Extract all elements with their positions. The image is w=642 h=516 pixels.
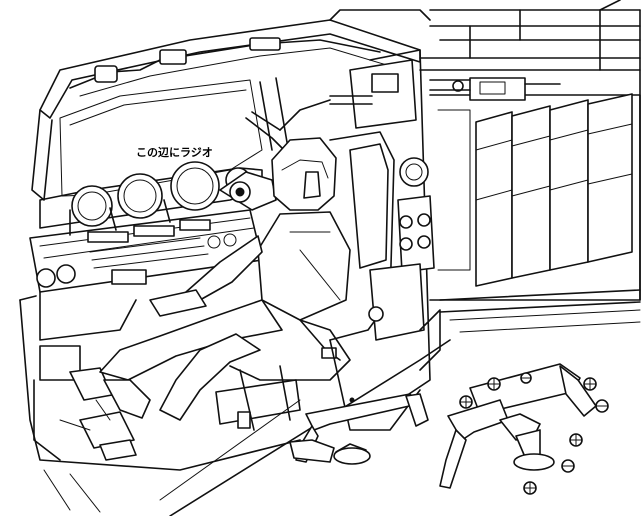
canopy-frame [31,9,431,201]
exploded-lever-assembly [439,363,609,495]
exploded-pedal-bracket [289,393,429,465]
floor-edge [159,339,451,516]
pilot-seat [215,131,395,431]
radio-location-note: この辺にラジオ [135,146,214,159]
rear-machinery-column [237,49,441,431]
pilot-figure [99,137,351,421]
right-wall-panels [419,0,641,333]
periscope-sight [219,99,331,211]
fastener-screws [459,372,609,495]
left-lower-hull [19,295,301,513]
